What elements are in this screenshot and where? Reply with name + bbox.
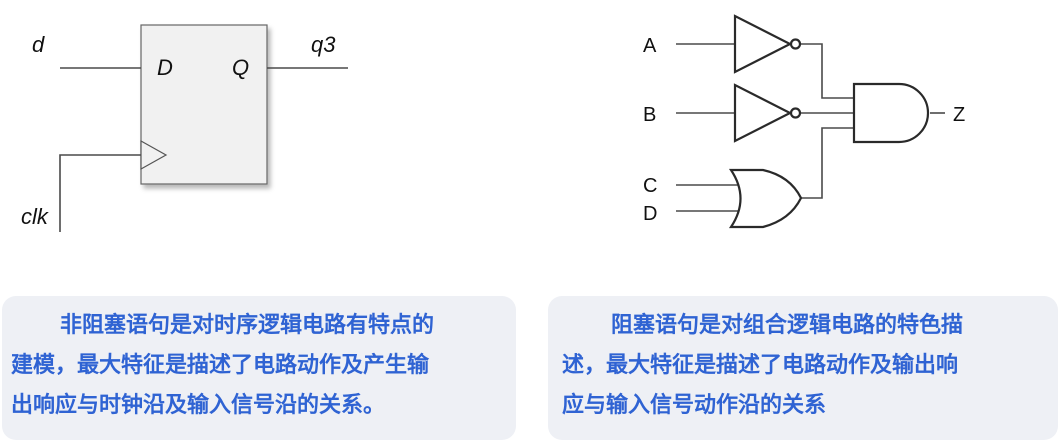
flip-flop-body xyxy=(140,24,268,185)
note-blocking-line1: 阻塞语句是对组合逻辑电路的特色描 xyxy=(611,313,964,338)
b-signal-label: B xyxy=(643,104,656,126)
d-pin-label: D xyxy=(157,55,173,80)
note-nonblocking: 非阻塞语句是对时序逻辑电路有特点的 建模，最大特征是描述了电路动作及产生输 出响… xyxy=(2,296,516,440)
d-signal-label: d xyxy=(32,32,45,57)
combinational-logic: A B C D Z xyxy=(643,14,965,229)
note-blocking-line2: 述，最大特征是描述了电路动作及输出响 xyxy=(562,353,959,378)
or-gate xyxy=(728,168,803,229)
or-output-wire xyxy=(801,127,854,199)
and-gate xyxy=(852,82,930,144)
note-nonblocking-line2: 建模，最大特征是描述了电路动作及产生输 xyxy=(11,353,430,378)
d-signal-label-logic: D xyxy=(643,203,657,225)
a-signal-label: A xyxy=(643,35,657,57)
c-signal-label: C xyxy=(643,175,657,197)
not-a-output-wire xyxy=(801,43,854,99)
q-pin-label: Q xyxy=(232,55,249,80)
d-flip-flop: d D Q q3 clk xyxy=(21,24,348,232)
not-gate-a-bubble xyxy=(789,38,802,50)
not-gate-b-bubble xyxy=(789,107,802,119)
not-gate-b xyxy=(733,83,793,143)
note-blocking-line3: 应与输入信号动作沿的关系 xyxy=(562,393,827,418)
z-signal-label: Z xyxy=(953,104,965,126)
note-nonblocking-line3: 出响应与时钟沿及输入信号沿的关系。 xyxy=(11,393,386,418)
note-nonblocking-line1: 非阻塞语句是对时序逻辑电路有特点的 xyxy=(60,313,435,338)
note-blocking: 阻塞语句是对组合逻辑电路的特色描 述，最大特征是描述了电路动作及输出响 应与输入… xyxy=(548,296,1058,440)
not-gate-a xyxy=(733,14,793,74)
clk-signal-label: clk xyxy=(21,204,49,229)
q3-signal-label: q3 xyxy=(311,32,336,57)
clk-input-wire xyxy=(59,154,141,232)
